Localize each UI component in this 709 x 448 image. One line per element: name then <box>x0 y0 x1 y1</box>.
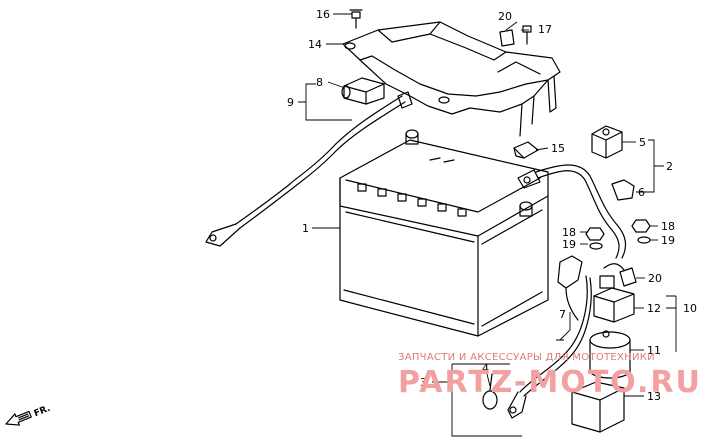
callout-19-right: 19 <box>661 234 675 247</box>
callout-18-right: 18 <box>661 220 675 233</box>
battery <box>339 129 549 337</box>
callout-8: 8 <box>316 76 323 89</box>
callout-1: 1 <box>302 222 309 235</box>
bolt-4 <box>482 373 498 410</box>
callout-16: 16 <box>316 8 330 21</box>
bolt-17 <box>522 25 532 45</box>
clip-20-top <box>499 29 515 47</box>
callout-14: 14 <box>308 38 322 51</box>
negative-cable <box>205 91 413 247</box>
callout-15: 15 <box>551 142 565 155</box>
front-direction-label: FR. <box>33 404 52 420</box>
terminal-cap-5 <box>591 125 623 159</box>
watermark-brand: PARTZ-MOTO.RU <box>398 365 702 400</box>
clip-20-right <box>619 267 637 287</box>
callout-5: 5 <box>639 136 646 149</box>
relay-cover-13 <box>571 381 625 433</box>
terminal-cover-15 <box>513 141 539 159</box>
callout-3: 3 <box>420 376 427 389</box>
callout-20-right: 20 <box>648 272 662 285</box>
callout-6: 6 <box>638 186 645 199</box>
starter-cable-7 <box>507 255 592 419</box>
battery-cell-caps <box>357 183 467 217</box>
washer-19-a <box>589 242 603 250</box>
callout-12: 12 <box>647 302 661 315</box>
terminal-cover-6 <box>611 179 635 201</box>
callout-10: 10 <box>683 302 697 315</box>
callout-7: 7 <box>559 308 566 321</box>
nut-18-a <box>585 227 605 241</box>
relay-switch-11 <box>589 330 631 379</box>
battery-holder-bracket <box>342 21 561 137</box>
nut-18-b <box>631 219 651 233</box>
callout-19-left: 19 <box>562 238 576 251</box>
callout-2: 2 <box>666 160 673 173</box>
callout-17: 17 <box>538 23 552 36</box>
callout-20-top: 20 <box>498 10 512 23</box>
watermark-tagline: ЗАПЧАСТИ И АКСЕССУАРЫ ДЛЯ МОТОТЕХНИКИ <box>398 352 655 363</box>
callout-18-left: 18 <box>562 226 576 239</box>
bolt-16 <box>349 9 363 29</box>
starter-relay-12 <box>593 263 635 323</box>
positive-cable <box>517 164 627 259</box>
washer-19-b <box>637 236 651 244</box>
callout-labels: 16 14 8 9 20 17 15 5 2 6 1 18 19 18 19 2… <box>287 8 697 403</box>
callout-11: 11 <box>647 344 661 357</box>
callout-13: 13 <box>647 390 661 403</box>
callout-4: 4 <box>482 362 489 375</box>
front-direction-arrow: FR. <box>5 404 52 426</box>
watermark: ЗАПЧАСТИ И АКСЕССУАРЫ ДЛЯ МОТОТЕХНИКИ PA… <box>398 352 702 400</box>
rubber-boot-8 <box>341 77 385 105</box>
leader-lines <box>298 13 677 437</box>
callout-9: 9 <box>287 96 294 109</box>
